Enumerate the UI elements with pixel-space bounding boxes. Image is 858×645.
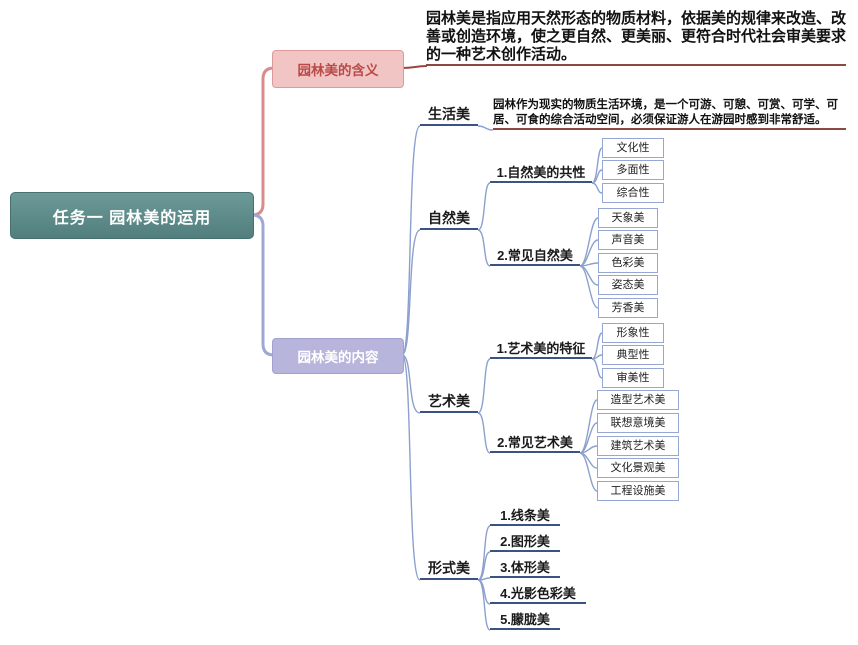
leaf-node[interactable]: 声音美 <box>598 230 658 250</box>
node-form-item[interactable]: 4.光影色彩美 <box>490 585 586 604</box>
node-nature-common[interactable]: 1.自然美的共性 <box>490 164 592 183</box>
leaf-node[interactable]: 工程设施美 <box>597 481 679 501</box>
meaning-description[interactable]: 园林美是指应用天然形态的物质材料，依据美的规律来改造、改善或创造环境，使之更自然… <box>426 10 846 66</box>
leaf-node[interactable]: 多面性 <box>602 160 664 180</box>
node-nature-beauty[interactable]: 自然美 <box>420 209 478 230</box>
node-art-features[interactable]: 1.艺术美的特征 <box>490 340 592 359</box>
leaf-node[interactable]: 典型性 <box>602 345 664 365</box>
node-form-item[interactable]: 2.图形美 <box>490 533 560 552</box>
branch-connectors <box>401 65 603 631</box>
trunk-connectors <box>250 66 276 357</box>
node-form-item[interactable]: 5.朦胧美 <box>490 611 560 630</box>
node-garden-beauty-meaning[interactable]: 园林美的含义 <box>272 50 404 88</box>
node-nature-types[interactable]: 2.常见自然美 <box>490 247 580 266</box>
node-art-beauty[interactable]: 艺术美 <box>420 392 478 413</box>
leaf-node[interactable]: 姿态美 <box>598 275 658 295</box>
leaf-node[interactable]: 色彩美 <box>598 253 658 273</box>
root-node[interactable]: 任务一 园林美的运用 <box>10 192 254 239</box>
node-form-item[interactable]: 3.体形美 <box>490 559 560 578</box>
leaf-node[interactable]: 天象美 <box>598 208 658 228</box>
leaf-node[interactable]: 造型艺术美 <box>597 390 679 410</box>
node-life-beauty[interactable]: 生活美 <box>420 105 478 126</box>
leaf-node[interactable]: 文化景观美 <box>597 458 679 478</box>
leaf-node[interactable]: 审美性 <box>602 368 664 388</box>
node-form-beauty[interactable]: 形式美 <box>420 559 478 580</box>
leaf-node[interactable]: 综合性 <box>602 183 664 203</box>
leaf-node[interactable]: 文化性 <box>602 138 664 158</box>
life-beauty-description[interactable]: 园林作为现实的物质生活环境，是一个可游、可憩、可赏、可学、可居、可食的综合活动空… <box>493 98 846 130</box>
node-garden-beauty-content[interactable]: 园林美的内容 <box>272 338 404 374</box>
leaf-node[interactable]: 联想意境美 <box>597 413 679 433</box>
node-form-item[interactable]: 1.线条美 <box>490 507 560 526</box>
leaf-node[interactable]: 建筑艺术美 <box>597 436 679 456</box>
leaf-node[interactable]: 形象性 <box>602 323 664 343</box>
node-art-types[interactable]: 2.常见艺术美 <box>490 434 580 453</box>
leaf-node[interactable]: 芳香美 <box>598 298 658 318</box>
